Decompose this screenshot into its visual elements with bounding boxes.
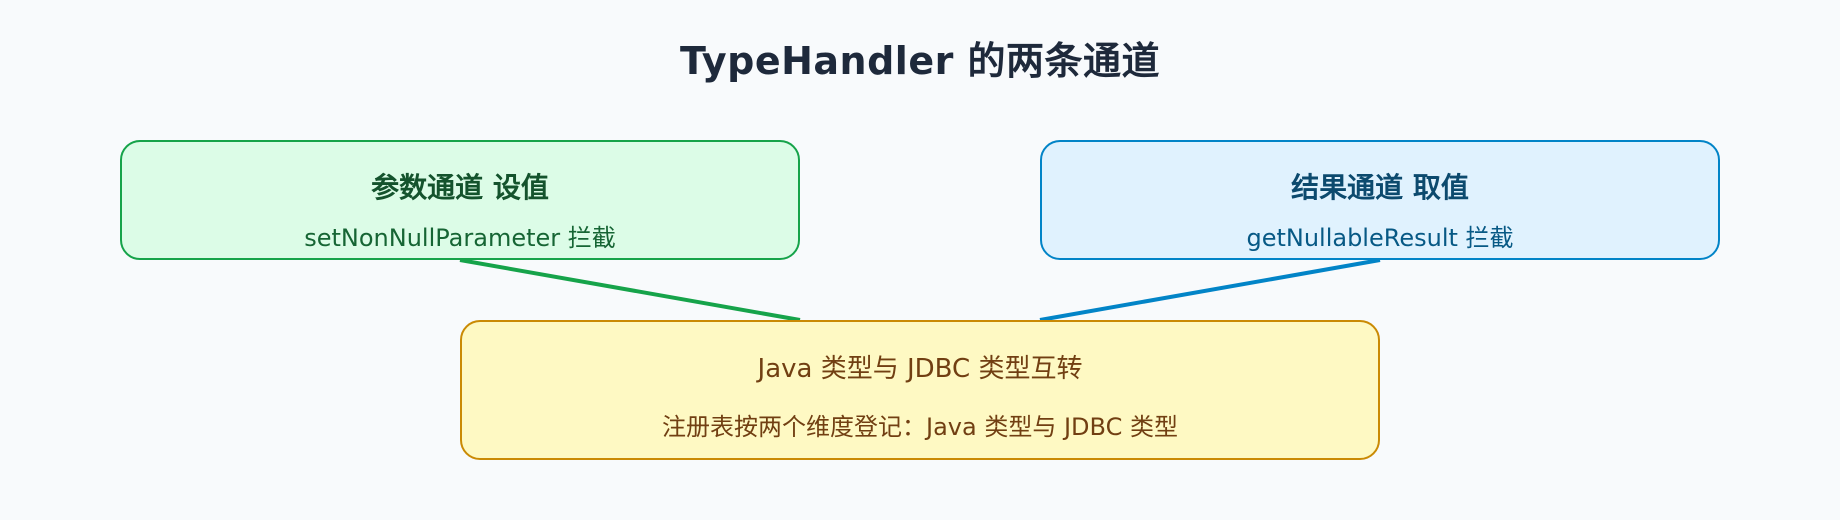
core-conversion-subtitle: 注册表按两个维度登记：Java 类型与 JDBC 类型 xyxy=(662,413,1178,441)
result-channel-title: 结果通道 取值 xyxy=(1291,171,1469,204)
core-conversion-box: Java 类型与 JDBC 类型互转 注册表按两个维度登记：Java 类型与 J… xyxy=(460,320,1380,460)
core-conversion-title: Java 类型与 JDBC 类型互转 xyxy=(757,354,1083,384)
result-channel-subtitle: getNullableResult 拦截 xyxy=(1246,224,1514,252)
param-channel-box: 参数通道 设值 setNonNullParameter 拦截 xyxy=(120,140,800,260)
param-channel-subtitle: setNonNullParameter 拦截 xyxy=(304,224,616,252)
result-connector-line xyxy=(1039,258,1381,322)
result-channel-box: 结果通道 取值 getNullableResult 拦截 xyxy=(1040,140,1720,260)
diagram-title: TypeHandler 的两条通道 xyxy=(679,39,1161,83)
param-channel-title: 参数通道 设值 xyxy=(371,171,549,204)
param-connector-line xyxy=(459,258,801,322)
